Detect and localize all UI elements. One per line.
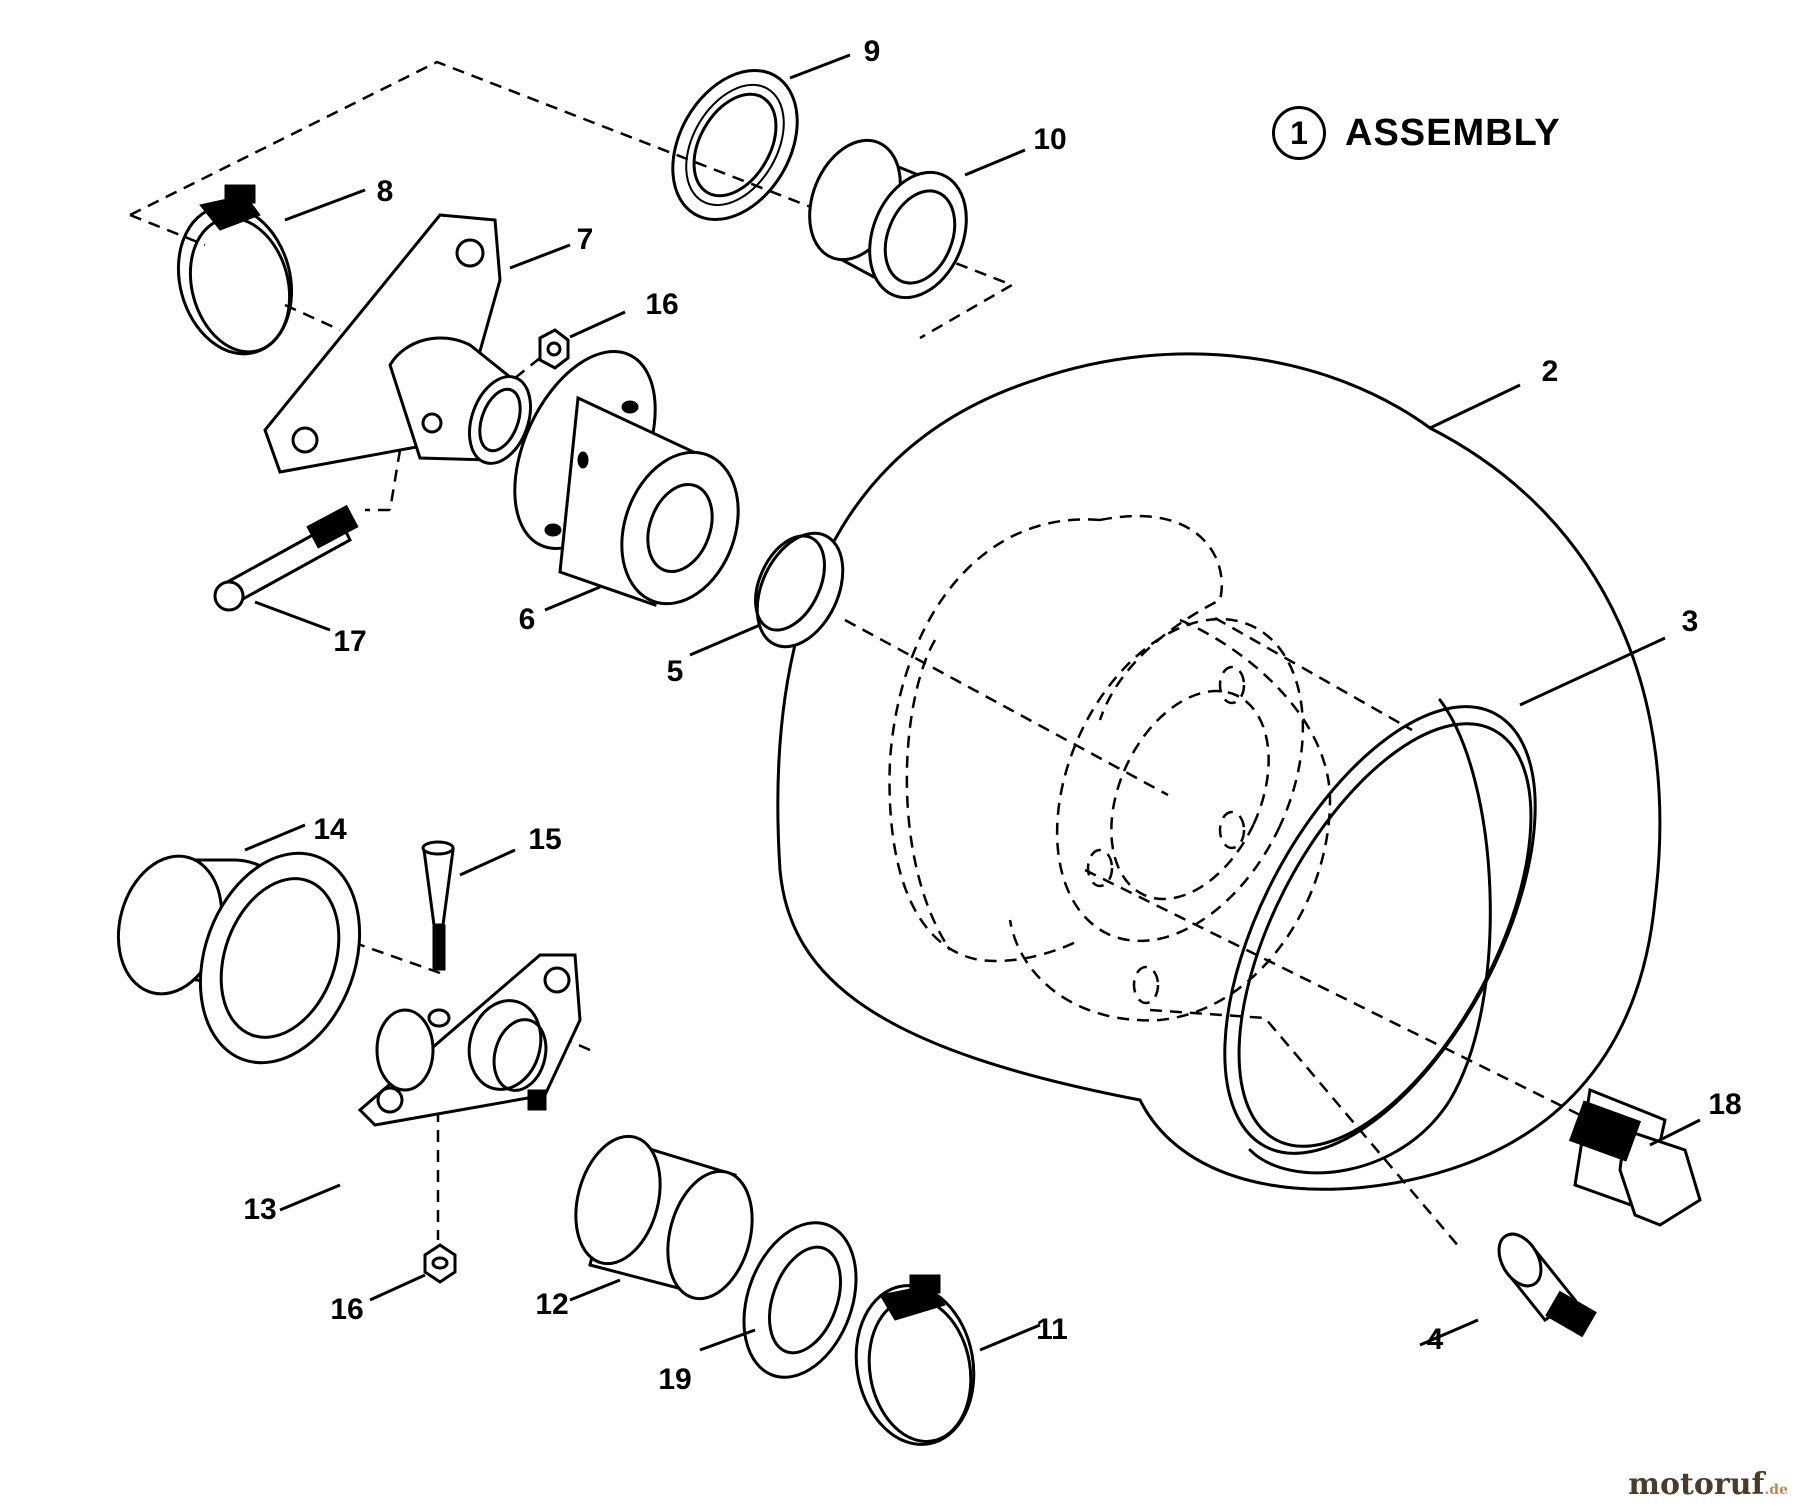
callout-12: 12 bbox=[535, 1288, 569, 1321]
hose-clamp-part-11 bbox=[854, 1274, 976, 1446]
callout-4: 4 bbox=[1426, 1323, 1444, 1356]
dust-cap-part-5 bbox=[754, 531, 845, 649]
callout-3: 3 bbox=[1681, 605, 1699, 638]
callout-10: 10 bbox=[1033, 123, 1067, 156]
assembly-label: ASSEMBLY bbox=[1345, 112, 1561, 154]
hose-clamp-part-8 bbox=[176, 184, 294, 356]
nut-part-16-bottom bbox=[423, 1243, 457, 1284]
tire-part-2 bbox=[776, 352, 1662, 1191]
callout-8: 8 bbox=[376, 175, 394, 208]
rim-part-3 bbox=[1223, 705, 1537, 1155]
callout-7: 7 bbox=[576, 223, 594, 256]
nut-part-16-top bbox=[538, 328, 570, 370]
assembly-number-circle: 1 bbox=[1272, 106, 1326, 160]
callout-2: 2 bbox=[1541, 355, 1559, 388]
callout-14: 14 bbox=[313, 813, 347, 846]
callout-15: 15 bbox=[528, 823, 562, 856]
mounting-plate-part-13 bbox=[357, 953, 582, 1127]
callout-16-top: 16 bbox=[645, 288, 679, 321]
callout-13: 13 bbox=[243, 1193, 277, 1226]
callout-11: 11 bbox=[1036, 1313, 1068, 1346]
mounting-plate-part-7 bbox=[263, 213, 532, 474]
callout-18: 18 bbox=[1708, 1088, 1742, 1121]
seal-part-9 bbox=[671, 68, 799, 222]
bolt-part-17 bbox=[213, 504, 359, 612]
callout-19: 19 bbox=[658, 1363, 692, 1396]
bushing-part-12 bbox=[574, 1134, 754, 1301]
callout-6: 6 bbox=[518, 603, 536, 636]
callout-9: 9 bbox=[863, 35, 881, 68]
hub-part-6 bbox=[513, 350, 740, 607]
bolt-part-15 bbox=[421, 840, 455, 971]
assembly-group-outline bbox=[129, 60, 1015, 340]
callout-17: 17 bbox=[333, 625, 367, 658]
hidden-hub-outline bbox=[888, 514, 1332, 1022]
callout-5: 5 bbox=[666, 655, 684, 688]
watermark: motoruf.de bbox=[1628, 1467, 1788, 1502]
seal-part-19 bbox=[742, 1221, 858, 1379]
valve-stem-part-4 bbox=[1497, 1232, 1597, 1338]
callout-16-bottom: 16 bbox=[330, 1293, 364, 1326]
bolt-part-18 bbox=[1568, 1087, 1702, 1227]
bushing-part-10 bbox=[808, 138, 968, 300]
bushing-part-14 bbox=[116, 851, 362, 1065]
